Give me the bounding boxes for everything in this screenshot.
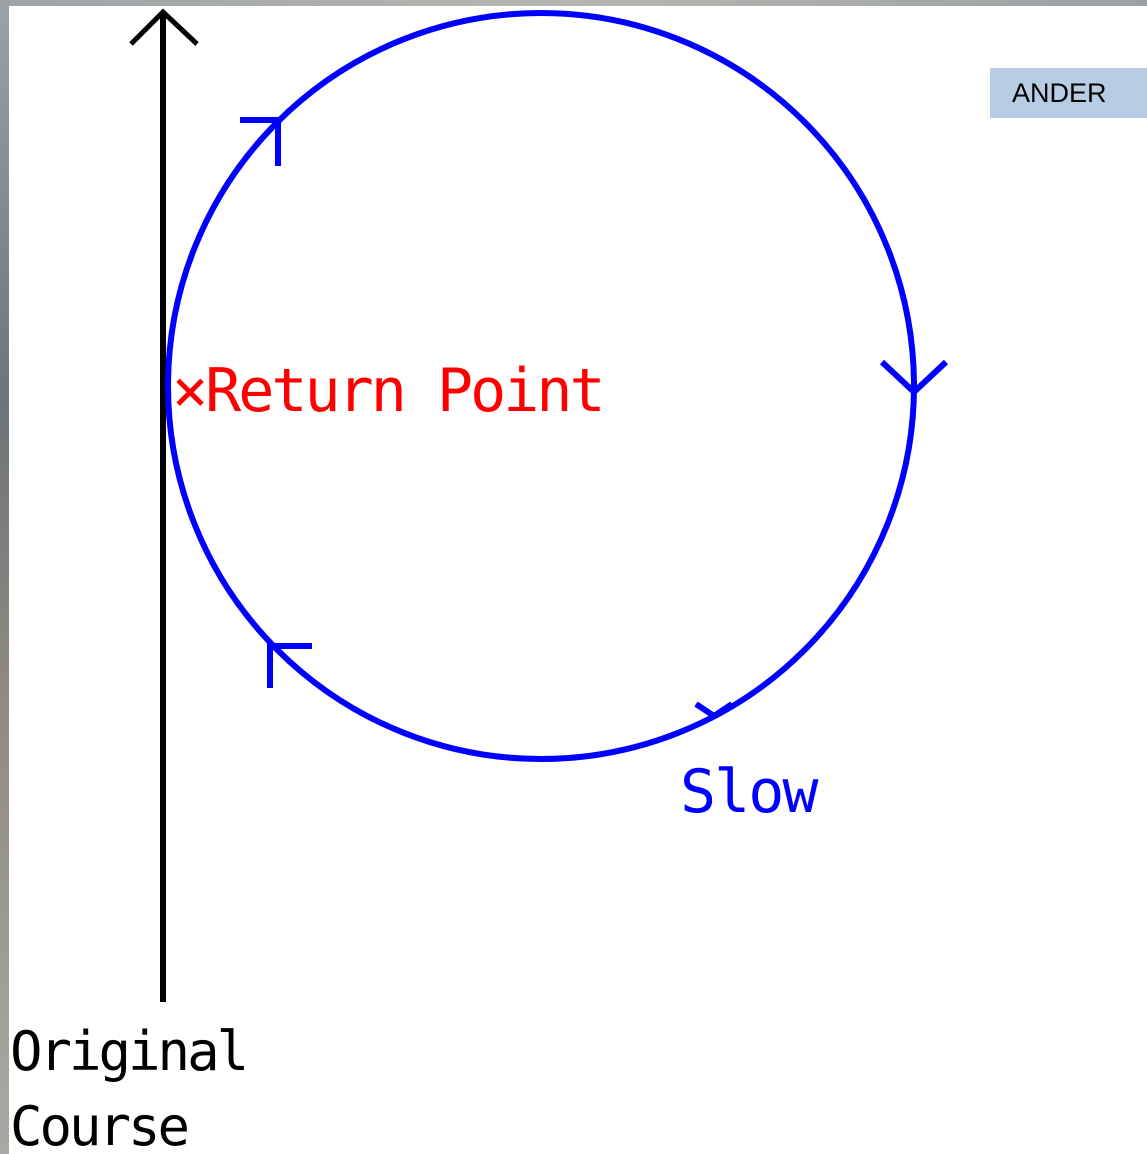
turn-loop <box>165 10 917 762</box>
original-course-line <box>129 8 199 1002</box>
loop-arrow-icon <box>240 117 949 720</box>
header-badge: ANDER <box>990 68 1147 118</box>
original-course-label-line1: Original <box>10 1020 246 1083</box>
top-edge <box>0 0 1147 6</box>
return-point-label: ×Return Point <box>172 356 603 426</box>
up-arrow-icon <box>129 8 199 46</box>
left-edge <box>0 0 9 1154</box>
slow-label: Slow <box>680 757 819 827</box>
original-course-label-line2: Course <box>10 1095 188 1154</box>
